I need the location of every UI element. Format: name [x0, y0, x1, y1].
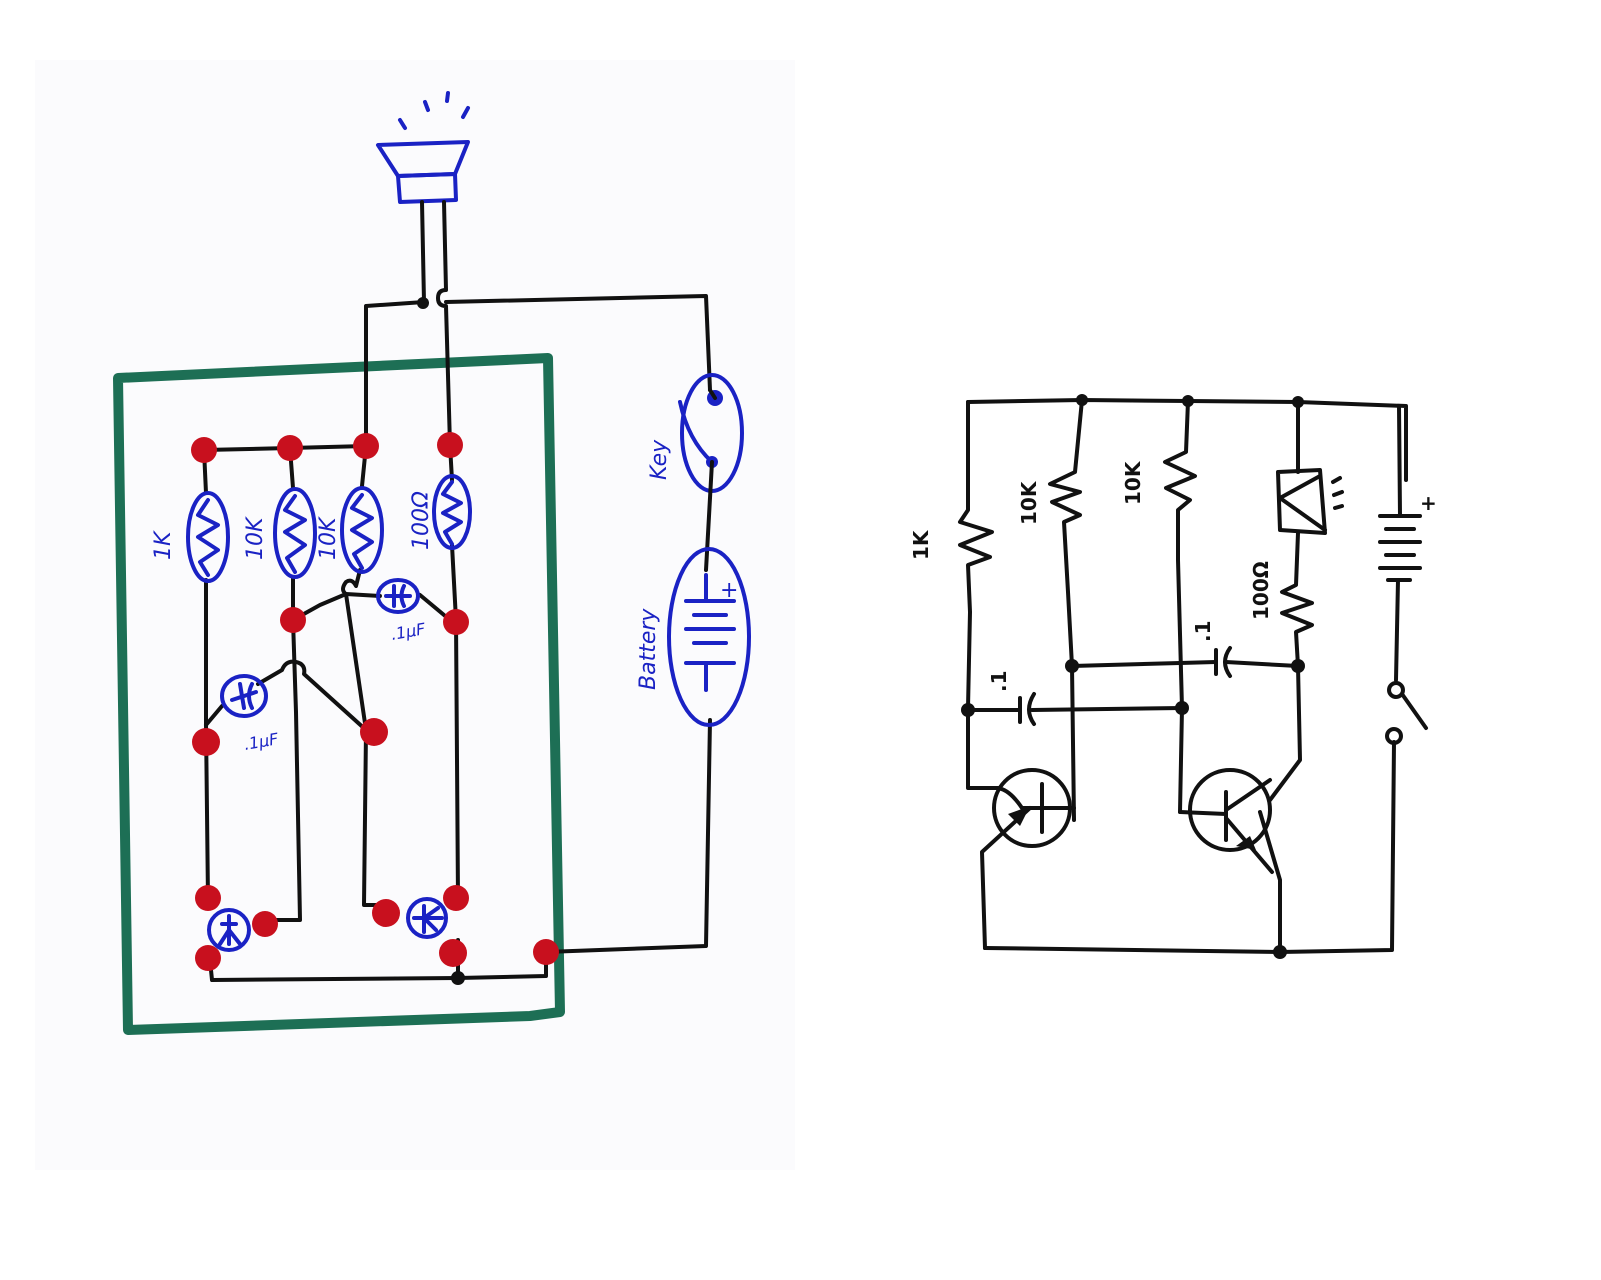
ground-to-battery: [544, 718, 712, 954]
schematic-label-100-ohm: 100Ω: [1249, 561, 1273, 620]
schematic-label-10k-a: 10K: [1017, 480, 1041, 525]
label-battery: Battery: [636, 608, 661, 690]
bottom-rail: [208, 950, 548, 982]
label-10k-a: 10K: [243, 516, 268, 560]
breadboard-layout: 1K 10K 10K 100Ω .1µF .1µF: [113, 91, 751, 1035]
speaker-icon: [1276, 468, 1344, 535]
r100-leads: [448, 443, 460, 902]
transistor-icon: [207, 908, 251, 952]
schematic-label-1k: 1K: [909, 529, 933, 560]
board-outline: [113, 353, 565, 1035]
schematic-capacitor-bottom: [1018, 692, 1036, 726]
schematic-capacitor-top: [1214, 646, 1232, 678]
key-leads: [704, 388, 717, 572]
label-10k-b: 10K: [316, 516, 341, 560]
schematic-capacitor-bottom-wire: [966, 706, 1184, 712]
junction-dot: [417, 297, 429, 309]
capacitor-lower: [220, 674, 268, 718]
resistor-10k-b: [340, 486, 384, 574]
schematic-label-cap-top: .1: [1191, 620, 1215, 642]
schematic-bottom-rail: [983, 740, 1396, 954]
battery: [667, 547, 751, 727]
r10k-a-leads: [263, 446, 302, 922]
label-cap-lower: .1µF: [242, 729, 280, 754]
label-key: Key: [647, 439, 672, 480]
transistor-icon: [406, 897, 448, 939]
top-wire-left: [364, 300, 426, 442]
schematic-label-10k-b: 10K: [1121, 460, 1145, 505]
label-1k: 1K: [151, 530, 176, 560]
battery-plus-sign: +: [720, 578, 738, 603]
cap1-leads: [291, 592, 458, 627]
schematic-resistor-100-ohm: [1258, 531, 1314, 954]
schematic-resistor-1k: [958, 400, 994, 710]
schematic-battery-plus-sign: +: [1420, 491, 1437, 515]
capacitor-upper: [376, 578, 420, 614]
npn-transistor-icon: [1178, 768, 1274, 874]
pnp-transistor-icon: [966, 706, 1076, 950]
resistor-10k-a: [273, 487, 317, 579]
resistor-100-ohm: [432, 474, 472, 550]
speaker-lead-right: [436, 200, 452, 447]
label-cap-upper: .1µF: [389, 619, 427, 644]
switch-icon: [1385, 681, 1428, 745]
schematic: 1K 10K 10K 100Ω .1 .1: [909, 394, 1437, 959]
junction-dot: [451, 971, 465, 985]
schematic-resistor-10k-b: [1163, 399, 1197, 814]
label-100-ohm: 100Ω: [409, 491, 434, 550]
resistor-1k: [186, 491, 230, 583]
speaker-lead-left: [420, 200, 426, 304]
schematic-label-cap-bottom: .1: [987, 670, 1011, 692]
schematic-top-rail: [966, 398, 1408, 482]
cap2-leads: [204, 659, 368, 732]
schematic-resistor-10k-a: [1048, 398, 1084, 822]
top-wire-right: [444, 294, 712, 392]
schematic-battery: [1378, 404, 1422, 682]
schematic-capacitor-top-wire: [1070, 660, 1300, 668]
solder-pads: [191, 432, 559, 971]
speaker-icon: [376, 91, 470, 204]
